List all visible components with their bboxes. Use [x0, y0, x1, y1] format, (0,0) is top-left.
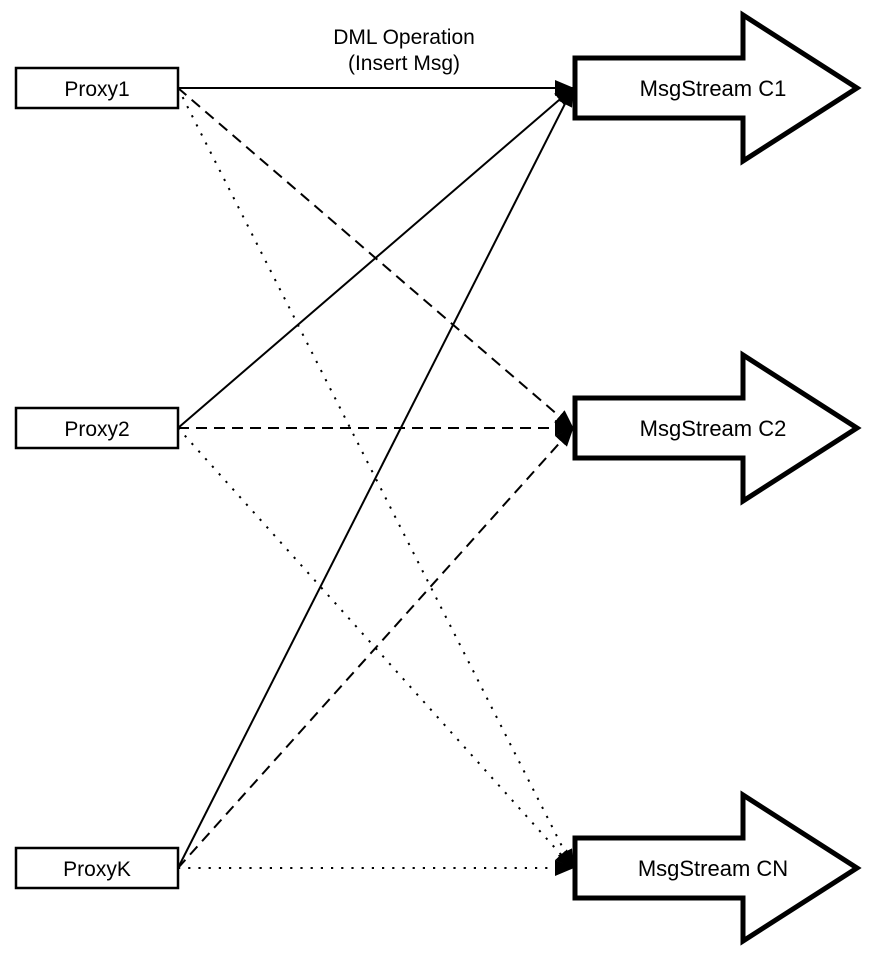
proxy-node-proxyk: ProxyK — [14, 846, 180, 890]
block-arrow-shape-c2 — [572, 350, 862, 506]
msgstream-label-c2: MsgStream C2 — [640, 416, 787, 441]
proxy-box-proxy1 — [14, 66, 180, 110]
msgstream-arrow-c2: MsgStream C2 — [572, 350, 862, 506]
connection-proxyk-to-c2-dashed — [177, 427, 574, 869]
diagram-caption-line2: (Insert Msg) — [348, 52, 460, 75]
connection-proxyk-to-c1-solid — [177, 87, 574, 869]
msgstream-arrow-c1: MsgStream C1 — [572, 10, 862, 166]
msgstream-arrows-layer: MsgStream C1 MsgStream C2 MsgStream CN — [572, 10, 862, 946]
block-arrow-shape-cn — [572, 790, 862, 946]
diagram-caption-line1: DML Operation — [333, 26, 475, 49]
connection-lines-layer — [177, 80, 574, 876]
msgstream-label-c1: MsgStream C1 — [640, 76, 787, 101]
proxy-node-proxy1: Proxy1 — [14, 66, 180, 110]
connection-proxy2-to-c1-solid — [177, 87, 574, 429]
msgstream-label-cn: MsgStream CN — [638, 856, 788, 881]
block-arrow-shape-c1 — [572, 10, 862, 166]
proxy-label-proxyk: ProxyK — [63, 858, 131, 881]
proxy-label-proxy1: Proxy1 — [64, 78, 129, 101]
msgstream-arrow-cn: MsgStream CN — [572, 790, 862, 946]
proxy-label-proxy2: Proxy2 — [64, 418, 129, 441]
proxy-node-proxy2: Proxy2 — [14, 406, 180, 450]
